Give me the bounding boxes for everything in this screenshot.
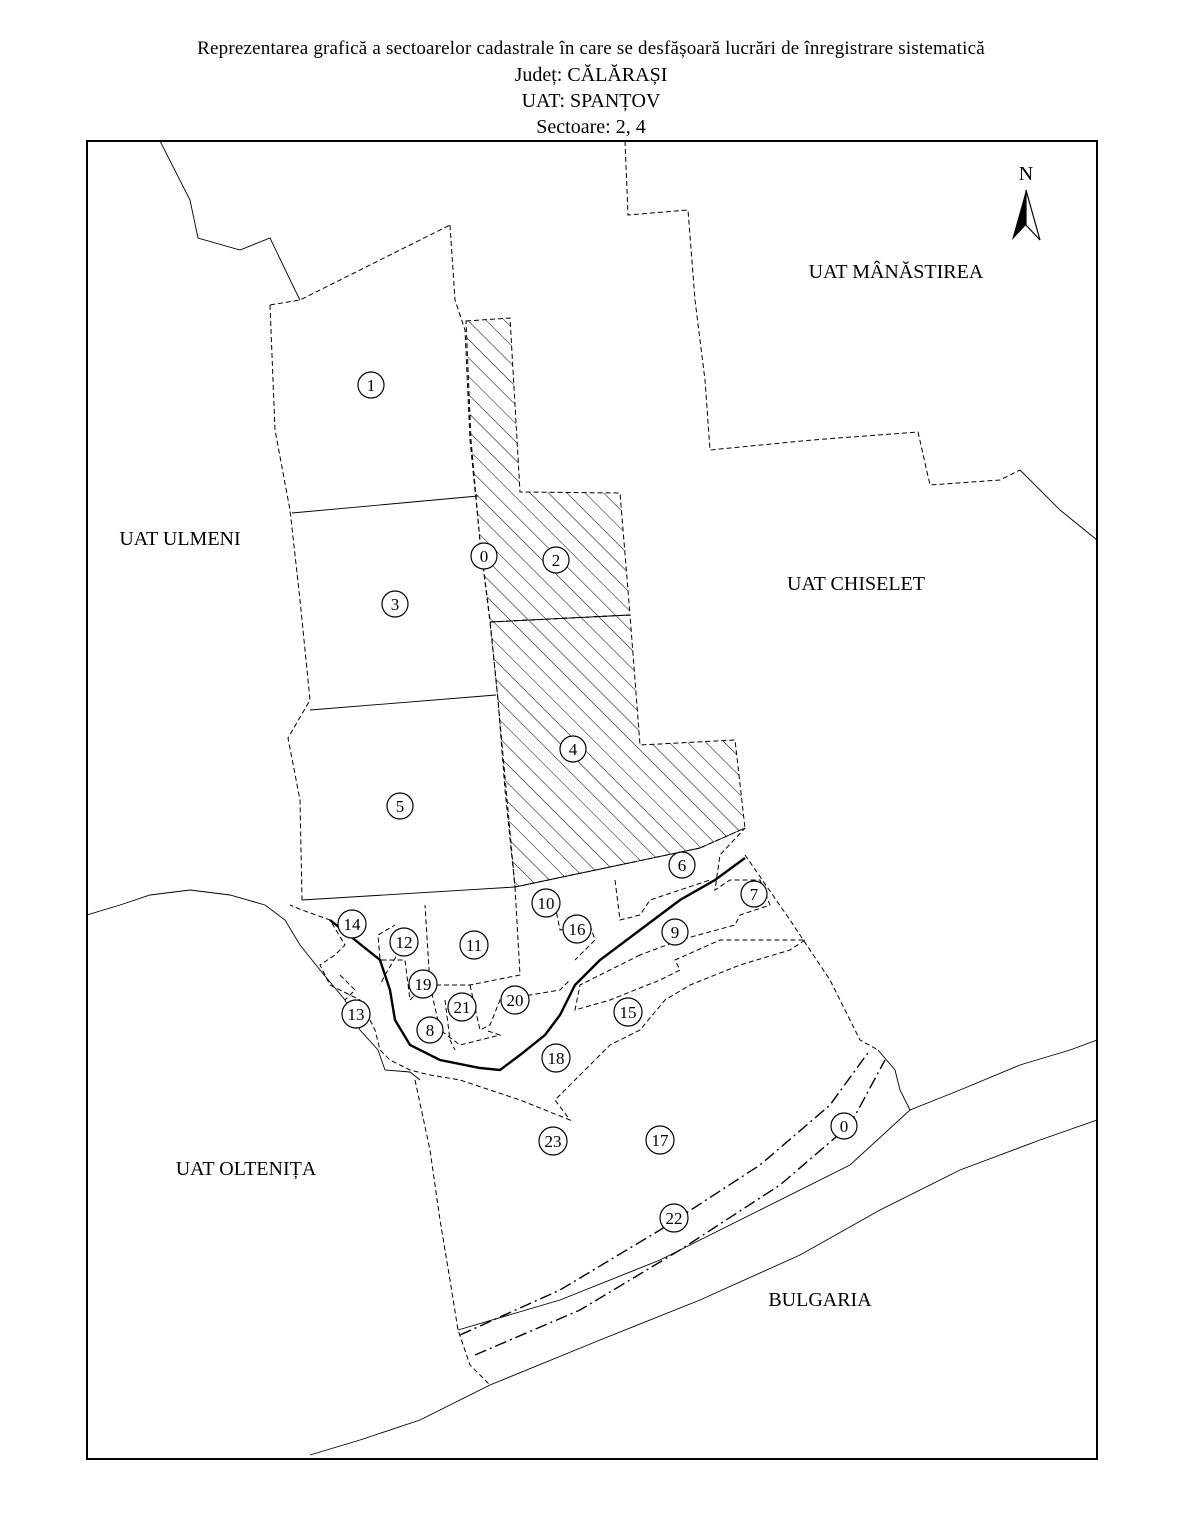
svg-text:1: 1 [367,376,376,395]
sector-marker-21: 21 [447,992,477,1022]
svg-text:20: 20 [507,991,524,1010]
sector-marker-23: 23 [538,1126,568,1156]
shoreline-danube-north [457,1039,1097,1331]
map-title: Reprezentarea grafică a sectoarelor cada… [197,38,985,59]
sector-marker-0a: 0 [470,542,498,570]
sector-marker-17: 17 [645,1125,675,1155]
sector-marker-11: 11 [459,930,489,960]
svg-text:12: 12 [396,933,413,952]
sector-marker-22: 22 [659,1203,689,1233]
svg-text:23: 23 [545,1132,562,1151]
sector-marker-13: 13 [341,999,371,1029]
sector-22-strip-north [459,1049,871,1336]
sector-marker-1: 1 [357,371,385,399]
uat-label: UAT: SPANȚOV [521,90,661,112]
shoreline-danube-south [489,1119,1097,1386]
sector-marker-7: 7 [740,880,768,908]
north-label: N [1019,163,1033,185]
north-arrow: N [1012,163,1041,241]
county-label: Județ: CĂLĂRAȘI [514,64,668,86]
sector-22-strip-south [474,1059,886,1356]
shoreline-west [87,889,421,1081]
sector-marker-14: 14 [337,909,367,939]
map-frame [86,140,1098,1460]
uat-boundary-north [449,224,516,888]
neighbor-bulgaria: BULGARIA [768,1289,872,1311]
svg-text:11: 11 [466,936,482,955]
svg-text:22: 22 [666,1209,683,1228]
neighbor-manastirea: UAT MÂNĂSTIREA [809,260,984,283]
boundary-northwest [159,141,301,301]
sector-marker-15: 15 [613,997,643,1027]
sector-marker-0b: 0 [830,1112,858,1140]
svg-text:21: 21 [454,998,471,1017]
sector-marker-5: 5 [386,792,414,820]
split-3-5 [309,694,497,711]
split-2-4 [489,614,631,623]
boundary-oltenita [414,1079,491,1386]
sector-marker-2: 2 [542,546,570,574]
boundary-ulmeni-west [269,224,451,901]
sector-marker-19: 19 [408,969,438,999]
svg-text:15: 15 [620,1003,637,1022]
village-boundaries [289,827,806,1122]
svg-text:3: 3 [391,595,400,614]
map-header: Reprezentarea grafică a sectoarelor cada… [0,36,1182,140]
north-arrow-icon [1012,190,1026,240]
svg-text:16: 16 [569,920,586,939]
sector-marker-16: 16 [562,914,592,944]
svg-text:0: 0 [840,1117,849,1136]
svg-text:2: 2 [552,551,561,570]
sector-marker-6: 6 [668,851,696,879]
sector-marker-3: 3 [381,590,409,618]
svg-text:19: 19 [415,975,432,994]
svg-text:8: 8 [426,1021,435,1040]
village-main-road [329,857,746,1072]
svg-text:18: 18 [548,1049,565,1068]
neighbor-chiselet: UAT CHISELET [787,573,925,595]
shoreline-lower [309,1384,491,1456]
svg-text:14: 14 [344,915,362,934]
neighbor-ulmeni: UAT ULMENI [119,528,240,550]
sector-marker-9: 9 [661,918,689,946]
boundary-manastirea [624,141,1021,486]
svg-text:0: 0 [480,547,489,566]
neighbor-oltenita: UAT OLTENIȚA [176,1158,317,1180]
sector-2-hatched-area [465,317,631,623]
sectors-label: Sectoare: 2, 4 [536,116,646,138]
svg-text:10: 10 [538,894,555,913]
svg-text:13: 13 [348,1005,365,1024]
sector-marker-20: 20 [500,985,530,1015]
sector-marker-4: 4 [559,735,587,763]
boundary-chiselet-east [877,1049,911,1111]
boundary-chiselet-north [1019,469,1097,541]
sector-marker-12: 12 [389,927,419,957]
svg-text:5: 5 [396,797,405,816]
svg-text:9: 9 [671,923,680,942]
split-1-3 [291,495,479,514]
sector-marker-8: 8 [416,1016,444,1044]
svg-text:17: 17 [652,1131,670,1150]
svg-text:7: 7 [750,885,759,904]
boundary-chiselet-south [744,854,879,1051]
svg-text:6: 6 [678,856,687,875]
sector-4-hatched-area [489,614,746,888]
sector-marker-18: 18 [541,1043,571,1073]
svg-text:4: 4 [569,740,578,759]
sector-marker-10: 10 [531,888,561,918]
